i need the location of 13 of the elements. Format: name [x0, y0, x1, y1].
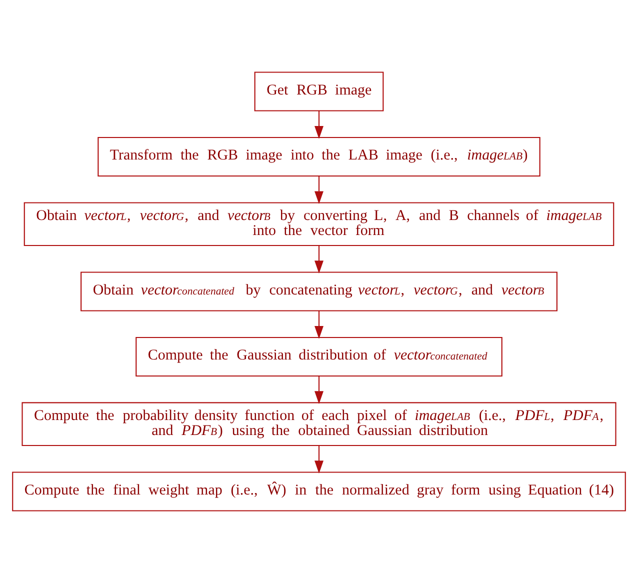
node-box: Obtain vectorconcatenated by concatenating vectorL, vectorG, and vectorB	[80, 271, 558, 311]
node-box: Transform the RGB image into the LAB image (i.e., imageLAB)	[98, 136, 540, 176]
node-box: Obtain vectorL, vectorG, and vectorB by converting L, A, and B channels of imageLAB into the vector form	[24, 202, 614, 246]
node-box: Compute the final weight map (i.e., Ŵ) in the normalized gray form using Equation (14)	[12, 471, 626, 511]
node-box: Compute the probability density function of each pixel of imageLAB (i.e., PDFL, PDFA, and PDFB) using the obtained Gaussian distribution	[22, 402, 616, 446]
arrow	[314, 445, 324, 473]
arrow	[314, 310, 324, 338]
arrow	[314, 245, 324, 274]
arrow	[314, 376, 324, 404]
node-box: Get RGB image	[254, 71, 384, 111]
arrow	[314, 176, 324, 204]
node-box: Compute the Gaussian distribution of vectorconcatenated	[136, 336, 502, 376]
arrow	[314, 110, 324, 138]
